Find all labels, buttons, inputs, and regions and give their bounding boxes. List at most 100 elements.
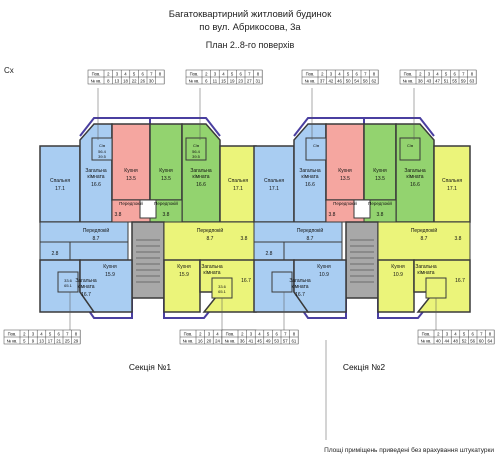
table-apt-cell: 40 bbox=[436, 338, 441, 343]
table-apt-cell: 11 bbox=[213, 78, 218, 83]
table-floor-cell: 7 bbox=[284, 331, 287, 336]
table-floor-cell: 3 bbox=[250, 331, 253, 336]
table-apt-cell: 23 bbox=[238, 78, 243, 83]
kitchen-bl-area: 10.9 bbox=[319, 272, 329, 278]
table-floor-cell: 2 bbox=[205, 71, 208, 76]
table-apt-cell: 62 bbox=[372, 78, 377, 83]
table-floor-cell: 8 bbox=[293, 331, 296, 336]
table-apt-cell: 13 bbox=[39, 338, 44, 343]
total-tr-2: 39.5 bbox=[192, 154, 201, 159]
table-apt-cell: 58 bbox=[363, 78, 368, 83]
bedroom-right-label: Спальня bbox=[228, 178, 248, 184]
table-apt-cell: 63 bbox=[470, 78, 475, 83]
table-floor-header: Пов. bbox=[92, 71, 101, 76]
bedroom-left-area: 17.1 bbox=[269, 186, 279, 192]
table-floor-cell: 4 bbox=[216, 331, 219, 336]
table-floor-cell: 6 bbox=[356, 71, 359, 76]
table-apt-header: № кв. bbox=[403, 78, 414, 83]
table-floor-cell: 4 bbox=[258, 331, 261, 336]
living-bl-area: 16.7 bbox=[81, 292, 91, 298]
table-apt-cell: 43 bbox=[427, 78, 432, 83]
table-floor-cell: 8 bbox=[373, 71, 376, 76]
bedroom-left-label: Спальня bbox=[50, 178, 70, 184]
table-floor-cell: 7 bbox=[66, 331, 69, 336]
stair-treads bbox=[136, 239, 160, 283]
table-apt-header: № кв. bbox=[91, 78, 102, 83]
table-floor-cell: 2 bbox=[321, 71, 324, 76]
room-bedroom-right bbox=[433, 145, 471, 223]
kitchen-tl-label: Кухня bbox=[338, 168, 352, 174]
room-wc-top-right bbox=[185, 137, 207, 161]
table-floor-cell: 2 bbox=[437, 331, 440, 336]
room-kitchen-bottom-right bbox=[377, 259, 415, 313]
table-floor-cell: 4 bbox=[436, 71, 439, 76]
table-apt-cell: 60 bbox=[479, 338, 484, 343]
bedroom-right-label: Спальня bbox=[442, 178, 462, 184]
wc-tl-label: С/в bbox=[313, 143, 319, 148]
section-1-labels: Спальня17.1Загальнакімната16.6Кухня13.5К… bbox=[50, 143, 251, 372]
room-kitchen-top-left bbox=[325, 123, 365, 201]
table-apt-cell: 47 bbox=[435, 78, 440, 83]
room-wc-top-left bbox=[91, 137, 113, 161]
table-floor-cell: 5 bbox=[133, 71, 136, 76]
footnote: Площі приміщень приведені без врахування… bbox=[324, 447, 494, 454]
room-hall-right bbox=[377, 221, 471, 261]
kitchen-tr-label: Кухня bbox=[373, 168, 387, 174]
room-kitchen-top-left bbox=[111, 123, 151, 201]
table-floor-cell: 3 bbox=[446, 331, 449, 336]
living-tl-label: Загальна bbox=[85, 168, 107, 174]
table-apt-cell: 5 bbox=[23, 338, 26, 343]
table-floor-cell: 3 bbox=[208, 331, 211, 336]
table-floor-cell: 5 bbox=[49, 331, 52, 336]
table-apt-cell: 41 bbox=[249, 338, 254, 343]
table-apt-cell: 64 bbox=[488, 338, 493, 343]
bedroom-right-area: 17.1 bbox=[447, 186, 457, 192]
table-apt-cell: 55 bbox=[452, 78, 457, 83]
table-floor-cell: 3 bbox=[32, 331, 35, 336]
total-tl-2: 39.5 bbox=[98, 154, 107, 159]
table-apt-header: № кв. bbox=[225, 338, 236, 343]
small-right-area: 3.8 bbox=[455, 236, 462, 242]
table-apt-header: № кв. bbox=[183, 338, 194, 343]
section-2-title: Секція №2 bbox=[343, 362, 385, 372]
table-apt-cell: 22 bbox=[132, 78, 137, 83]
room-kitchen-top-right bbox=[363, 123, 397, 201]
table-floor-cell: 7 bbox=[480, 331, 483, 336]
table-floor-cell: 4 bbox=[124, 71, 127, 76]
table-floor-header: Пов. bbox=[8, 331, 17, 336]
table-apt-cell: 42 bbox=[329, 78, 334, 83]
kitchen-br-area: 15.9 bbox=[179, 272, 189, 278]
table-floor-cell: 5 bbox=[347, 71, 350, 76]
section-2-plan bbox=[253, 117, 471, 319]
table-floor-cell: 6 bbox=[454, 71, 457, 76]
hall-right-label: Передпокій bbox=[197, 227, 224, 234]
table-apt-header: № кв. bbox=[421, 338, 432, 343]
table-apt-cell: 36 bbox=[240, 338, 245, 343]
total-bl-2: 65.1 bbox=[64, 283, 73, 288]
room-wc-bottom-left bbox=[271, 271, 293, 293]
living-bl-area: 16.7 bbox=[295, 292, 305, 298]
bedroom-right-area: 17.1 bbox=[233, 186, 243, 192]
small-right-area: 3.8 bbox=[241, 236, 248, 242]
kitchen-tr-label: Кухня bbox=[159, 168, 173, 174]
table-floor-header: Пов. bbox=[306, 71, 315, 76]
table-apt-cell: 44 bbox=[445, 338, 450, 343]
room-bedroom-right bbox=[219, 145, 257, 223]
elevator-shaft bbox=[139, 199, 157, 219]
stair-core bbox=[131, 221, 165, 299]
section-1-plan bbox=[39, 117, 257, 319]
room-bedroom-left bbox=[39, 145, 81, 223]
kitchen-tr-area: 13.5 bbox=[161, 176, 171, 182]
table-apt-cell: 45 bbox=[257, 338, 262, 343]
table-apt-cell: 31 bbox=[256, 78, 261, 83]
compass-label: Сх bbox=[4, 66, 14, 75]
table-floor-cell: 6 bbox=[472, 331, 475, 336]
hall-top-r-label: Передпокій bbox=[154, 200, 178, 206]
table-apt-cell: 18 bbox=[123, 78, 128, 83]
table-apt-cell: 46 bbox=[337, 78, 342, 83]
room-kitchen-top-right bbox=[149, 123, 183, 201]
table-apt-cell: 25 bbox=[65, 338, 70, 343]
living-tr-area: 16.6 bbox=[410, 182, 420, 188]
